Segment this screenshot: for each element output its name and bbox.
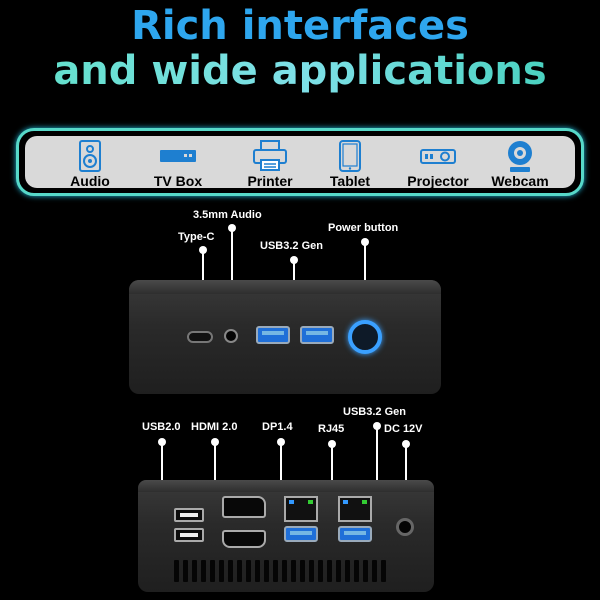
- usb20-port-1: [174, 508, 204, 522]
- label-power-button: Power button: [328, 222, 399, 234]
- label-usb20: USB2.0: [142, 421, 181, 433]
- front-usb32-port-1: [256, 326, 290, 344]
- callout-line: [231, 228, 233, 324]
- callout-line: [280, 442, 282, 508]
- headline-line-1: Rich interfaces: [131, 3, 469, 49]
- device-top-edge: [129, 280, 441, 294]
- app-audio: Audio: [47, 140, 133, 190]
- app-tv-box: TV Box: [135, 140, 221, 190]
- audio-jack: [224, 329, 238, 343]
- power-button: [348, 320, 382, 354]
- rj45-port-1: [284, 496, 318, 522]
- callout-line: [331, 444, 333, 480]
- mini-pc-front: [129, 280, 441, 394]
- app-label: Projector: [407, 173, 469, 189]
- label-3-5mm-audio: 3.5mm Audio: [193, 209, 262, 221]
- app-label: TV Box: [153, 173, 203, 189]
- rear-usb32-port-1: [284, 526, 318, 542]
- device-top-edge: [138, 480, 434, 492]
- label-rj45: RJ45: [318, 423, 345, 435]
- app-label: Audio: [70, 173, 110, 189]
- app-printer: Printer: [227, 140, 313, 190]
- app-label: Webcam: [491, 173, 549, 189]
- type-c-port: [187, 331, 213, 343]
- led: [362, 500, 367, 504]
- projector-icon: [420, 149, 456, 164]
- printer-icon: [253, 140, 287, 171]
- applications-bar: Audio TV Box Printer: [16, 128, 584, 196]
- front-usb32-port-2: [300, 326, 334, 344]
- led: [343, 500, 348, 504]
- label-hdmi: HDMI 2.0: [191, 421, 238, 433]
- led: [308, 500, 313, 504]
- app-tablet: Tablet: [307, 140, 393, 190]
- dp-port: [222, 496, 266, 518]
- dc-jack: [396, 518, 414, 536]
- label-front-usb32: USB3.2 Gen: [260, 240, 323, 252]
- hdmi-port: [222, 530, 266, 548]
- app-label: Printer: [247, 173, 293, 189]
- label-dp: DP1.4: [262, 421, 293, 433]
- applications-bar-panel: Audio TV Box Printer: [25, 136, 575, 190]
- rj45-port-2: [338, 496, 372, 522]
- app-webcam: Webcam: [477, 140, 563, 190]
- air-vent: [174, 560, 414, 584]
- webcam-icon: [508, 141, 532, 172]
- rear-usb32-port-2: [338, 526, 372, 542]
- label-rear-usb32: USB3.2 Gen: [343, 406, 406, 418]
- app-label: Tablet: [329, 173, 371, 189]
- app-projector: Projector: [395, 140, 481, 190]
- headline-line-2: and wide applications: [0, 46, 600, 96]
- led: [289, 500, 294, 504]
- usb20-port-2: [174, 528, 204, 542]
- tv-box-icon: [160, 150, 196, 162]
- mini-pc-rear: [138, 480, 434, 592]
- speaker-icon: [79, 140, 101, 172]
- label-type-c: Type-C: [178, 231, 215, 243]
- tablet-icon: [339, 140, 361, 172]
- label-dc-12v: DC 12V: [384, 423, 423, 435]
